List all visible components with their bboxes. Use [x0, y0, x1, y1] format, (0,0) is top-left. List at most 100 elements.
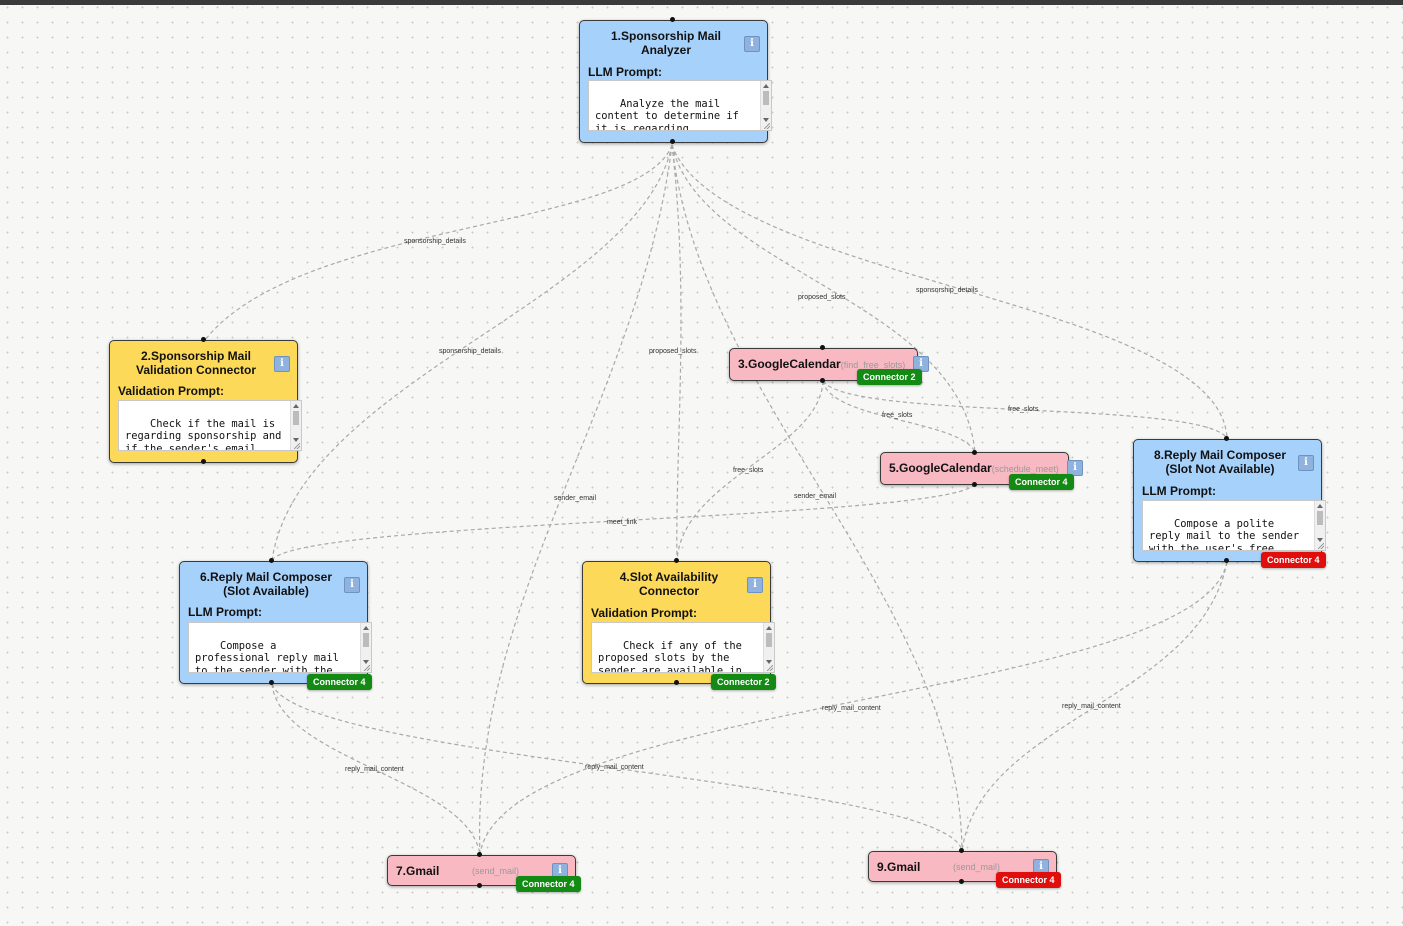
edge-label: proposed_slots — [798, 294, 846, 301]
scrollbar[interactable] — [763, 623, 774, 672]
edge-n1-n6 — [271, 144, 673, 561]
connector-badge: Connector 4 — [1261, 552, 1326, 568]
prompt-text: Check if the mail is regarding sponsorsh… — [125, 417, 282, 451]
port-n5-bottom[interactable] — [972, 482, 977, 487]
connector-badge: Connector 4 — [1009, 474, 1074, 490]
info-icon[interactable]: i — [274, 356, 290, 372]
port-n8-bottom[interactable] — [1224, 558, 1229, 563]
prompt-textarea[interactable]: Analyze the mail content to determine if… — [588, 80, 772, 131]
function-name: (send_mail) — [953, 862, 1001, 872]
edge-label: reply_mail_content — [345, 766, 404, 773]
info-icon[interactable]: i — [344, 577, 360, 593]
prompt-label: Validation Prompt: — [591, 606, 698, 620]
port-n5-top[interactable] — [972, 450, 977, 455]
edge-n6-n7 — [271, 683, 481, 856]
prompt-textarea[interactable]: Check if the mail is regarding sponsorsh… — [118, 400, 302, 451]
function-name: (send_mail) — [472, 866, 520, 876]
top-toolbar-strip — [0, 0, 1403, 5]
function-name: (schedule_meet) — [991, 464, 1059, 474]
info-icon[interactable]: i — [1067, 460, 1083, 476]
edge-n3-n8 — [822, 380, 1228, 439]
edge-label: sender_email — [794, 493, 836, 500]
resize-handle[interactable] — [1318, 543, 1324, 549]
node-8-reply-composer-slot-not-available[interactable]: 8.Reply Mail Composer(Slot Not Available… — [1133, 439, 1326, 562]
edge-label: meet_link — [607, 519, 637, 526]
port-n6-top[interactable] — [269, 558, 274, 563]
port-n4-top[interactable] — [674, 558, 679, 563]
edge-n1-n4 — [671, 144, 682, 563]
connector-badge: Connector 4 — [307, 674, 372, 690]
edge-n5-n6 — [271, 483, 976, 561]
resize-handle[interactable] — [294, 443, 300, 449]
scrollbar[interactable] — [360, 623, 371, 672]
edge-label: free_slots — [882, 412, 913, 419]
info-icon[interactable]: i — [1298, 455, 1314, 471]
prompt-label: LLM Prompt: — [1142, 484, 1216, 498]
prompt-textarea[interactable]: Compose a professional reply mail to the… — [188, 622, 372, 673]
edge-label: reply_mail_content — [1062, 703, 1121, 710]
resize-handle[interactable] — [764, 123, 770, 129]
port-n1-bottom[interactable] — [670, 139, 675, 144]
edge-n1-n2 — [204, 144, 673, 341]
port-n7-top[interactable] — [477, 852, 482, 857]
prompt-label: LLM Prompt: — [588, 65, 662, 79]
edge-label: sponsorship_details — [916, 287, 978, 294]
edge-label: reply_mail_content — [822, 705, 881, 712]
port-n9-top[interactable] — [959, 848, 964, 853]
edge-n1-n5 — [671, 144, 976, 453]
edge-label: proposed_slots — [649, 348, 697, 355]
resize-handle[interactable] — [767, 665, 773, 671]
edge-label: reply_mail_content — [585, 764, 644, 771]
port-n7-bottom[interactable] — [477, 883, 482, 888]
prompt-text: Compose a polite reply mail to the sende… — [1149, 517, 1300, 551]
edge-n3-n5 — [822, 380, 976, 453]
edge-n8-n7 — [479, 561, 1228, 856]
node-title: 8.Reply Mail Composer(Slot Not Available… — [1153, 448, 1287, 476]
port-n8-top[interactable] — [1224, 436, 1229, 441]
scrollbar[interactable] — [290, 401, 301, 450]
scrollbar[interactable] — [1314, 501, 1325, 550]
port-n3-bottom[interactable] — [820, 378, 825, 383]
prompt-text: Compose a professional reply mail to the… — [195, 639, 339, 673]
info-icon[interactable]: i — [747, 577, 763, 593]
resize-handle[interactable] — [364, 665, 370, 671]
node-title: 7.Gmail — [396, 864, 440, 878]
port-n3-top[interactable] — [820, 345, 825, 350]
port-n2-top[interactable] — [201, 337, 206, 342]
edge-label: sender_email — [554, 495, 596, 502]
node-title: 9.Gmail — [877, 860, 921, 874]
prompt-label: Validation Prompt: — [118, 384, 225, 398]
edge-n6-n9 — [271, 683, 963, 852]
prompt-text: Analyze the mail content to determine if… — [595, 97, 739, 131]
edge-n1-n7 — [479, 144, 673, 856]
port-n2-bottom[interactable] — [201, 459, 206, 464]
info-icon[interactable]: i — [744, 36, 760, 52]
node-title: 5.GoogleCalendar(schedule_meet) — [889, 461, 1059, 475]
edge-label: free_slots — [1008, 406, 1039, 413]
scrollbar[interactable] — [760, 81, 771, 130]
port-n1-top[interactable] — [670, 17, 675, 22]
connector-badge: Connector 2 — [857, 369, 922, 385]
prompt-label: LLM Prompt: — [188, 605, 262, 619]
port-n6-bottom[interactable] — [269, 680, 274, 685]
edge-label: sponsorship_details — [439, 348, 501, 355]
node-title: 3.GoogleCalendar(find_free_slots) — [738, 357, 906, 371]
port-n4-bottom[interactable] — [674, 680, 679, 685]
edge-label: sponsorship_details — [404, 238, 466, 245]
edge-n8-n9 — [961, 561, 1228, 852]
prompt-textarea[interactable]: Compose a polite reply mail to the sende… — [1142, 500, 1326, 551]
port-n9-bottom[interactable] — [959, 879, 964, 884]
node-6-reply-composer-slot-available[interactable]: 6.Reply Mail Composer(Slot Available) i … — [179, 561, 372, 684]
connector-badge: Connector 4 — [996, 872, 1061, 888]
prompt-text: Check if any of the proposed slots by th… — [598, 639, 742, 673]
connector-badge: Connector 4 — [516, 876, 581, 892]
prompt-textarea[interactable]: Check if any of the proposed slots by th… — [591, 622, 775, 673]
connector-badge: Connector 2 — [711, 674, 776, 690]
